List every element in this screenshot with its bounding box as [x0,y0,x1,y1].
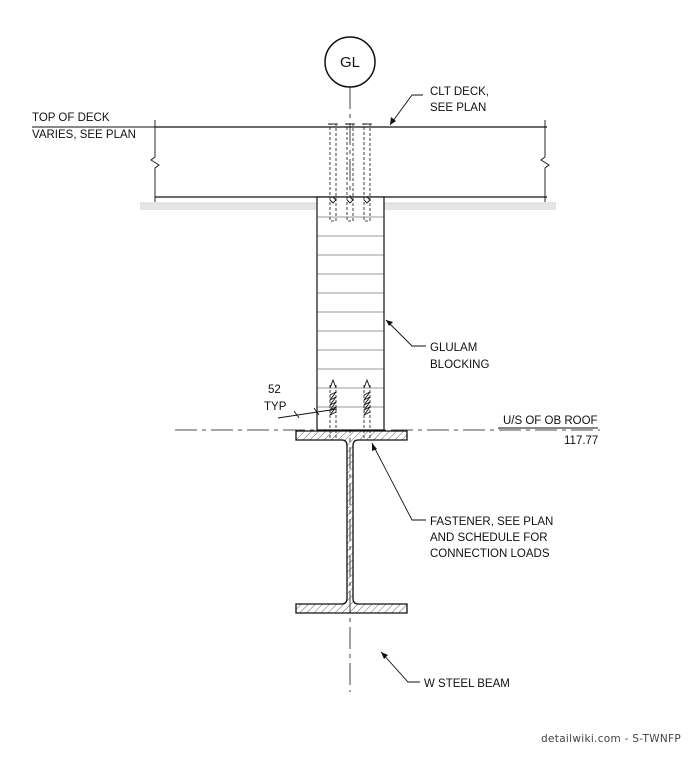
fastener-line2: AND SCHEDULE FOR [430,532,548,544]
w-steel-beam [295,430,408,614]
annotation-labels: TOP OF DECK VARIES, SEE PLAN CLT DECK, S… [32,86,598,690]
clt-deck-line2: SEE PLAN [430,102,486,114]
top-of-deck-line2: VARIES, SEE PLAN [32,129,136,141]
top-of-deck-line1: TOP OF DECK [32,112,110,124]
glulam-line1: GLULAM [430,342,477,354]
clt-deck-line1: CLT DECK, [430,86,489,98]
us-roof-label: U/S OF OB ROOF [503,415,598,427]
grid-line-bubble: GL [324,36,376,88]
glulam-line2: BLOCKING [430,359,489,371]
spacing-dimension: 52 TYP [264,384,338,419]
glulam-blocking [316,196,385,431]
spacing-value: 52 [268,384,281,396]
fastener-line3: CONNECTION LOADS [430,548,550,560]
watermark: detailwiki.com - S-TWNFP [541,733,681,745]
top-screws [328,123,372,222]
elevation-value: 117.77 [564,435,598,447]
fastener-line1: FASTENER, SEE PLAN [430,516,553,528]
w-steel-beam-label: W STEEL BEAM [424,678,510,690]
spacing-typ: TYP [264,401,287,413]
leaders [32,94,598,683]
grid-bubble-label: GL [340,54,360,71]
